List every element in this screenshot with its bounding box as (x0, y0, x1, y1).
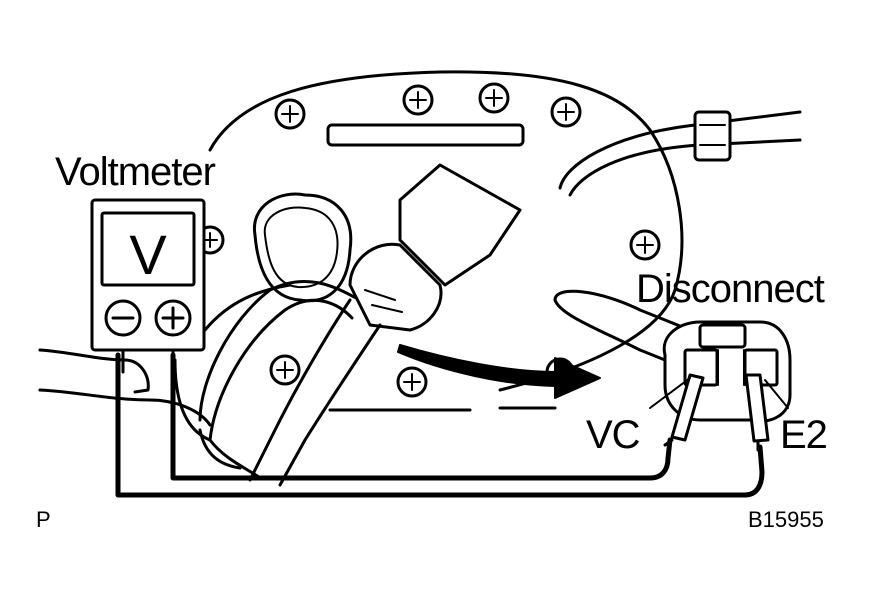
vc-callout-line (649, 377, 691, 409)
disconnect-arrow (397, 344, 601, 399)
screw-icon (402, 84, 434, 116)
e2-callout-line (764, 379, 789, 409)
fuel-pipe-inner (568, 138, 802, 197)
screw-icon (629, 229, 661, 261)
screw-icon (269, 354, 301, 386)
figure-id: B15955 (748, 507, 824, 532)
voltmeter-label: Voltmeter (55, 150, 216, 194)
disconnect-label: Disconnect (636, 267, 825, 311)
voltmeter: V (90, 198, 206, 374)
screw-icon (550, 96, 582, 128)
corner-label: P (36, 507, 51, 532)
pump-cover-plate (208, 70, 684, 392)
screw-icon (274, 98, 306, 130)
cover-slot (326, 123, 525, 147)
e2-label: E2 (780, 413, 827, 457)
pump-bracket (253, 192, 353, 303)
fuel-pipe (558, 110, 802, 190)
vc-label: VC (586, 413, 640, 457)
return-hose (553, 289, 692, 332)
pump-body (173, 358, 262, 480)
pipe-clamp (693, 110, 732, 162)
tank-harness (198, 280, 362, 422)
pump-cover-plate-lower (328, 406, 557, 412)
lead-wire-vc (170, 352, 673, 481)
main-connector (248, 163, 522, 487)
meter-symbol: V (129, 223, 167, 286)
screw-icon (396, 366, 428, 398)
plus-terminal-icon (154, 299, 192, 337)
minus-terminal-icon (104, 299, 142, 337)
screw-icon (478, 82, 510, 114)
lead-wire-e2 (115, 352, 765, 498)
hand-outline (38, 348, 212, 427)
